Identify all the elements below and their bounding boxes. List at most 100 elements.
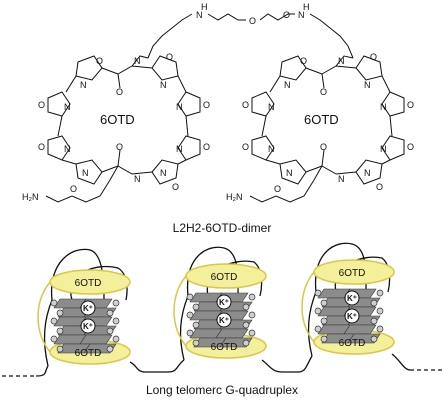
ligand-label-top: 6OTD [75, 278, 102, 289]
left-oxazole-n-7: N [82, 168, 89, 178]
right-amide-n-top: N [338, 56, 345, 66]
ligand-label-bottom: 6OTD [339, 338, 366, 349]
guanine-node [56, 345, 64, 353]
k-ion-circle [344, 290, 360, 306]
linker-h-left: H [201, 2, 208, 12]
guanine-node [242, 303, 250, 311]
guanine-node [242, 321, 250, 329]
guanine-node [50, 299, 58, 307]
guanine-node [248, 311, 256, 319]
left-ring-label: 6OTD [100, 112, 135, 127]
guanine-node [248, 293, 256, 301]
ligand-label-bottom: 6OTD [75, 348, 102, 359]
left-oxazole-n-8: N [160, 168, 167, 178]
right-oxazole-n-2: N [364, 80, 371, 90]
right-oxazole-o-1: O [300, 56, 307, 66]
ligand-side-arc [301, 271, 315, 343]
linker-chain [147, 13, 354, 59]
guanine-node [112, 335, 120, 343]
right-oxazole-o-4: O [407, 100, 414, 110]
left-amide-o-top: O [116, 87, 123, 97]
guanine-node [314, 289, 322, 297]
guanine-node [186, 329, 194, 337]
linker-h-right: H [303, 2, 310, 12]
guanine-node [192, 303, 200, 311]
guanine-node [192, 321, 200, 329]
g-tetrad-plate [343, 324, 377, 335]
k-ion-label: K⁺ [347, 294, 357, 303]
right-oxazole-o-8: O [376, 182, 383, 192]
linker-nh-right: N [298, 10, 305, 20]
right-oxazole-n-1: N [284, 80, 291, 90]
guanine-node [376, 289, 384, 297]
k-ion-circle [80, 318, 96, 334]
right-oxazole-n-7: N [286, 168, 293, 178]
right-oxazole-o-6: O [407, 142, 414, 152]
k-ion-circle [216, 312, 232, 328]
guanine-node [56, 327, 64, 335]
right-ring-label: 6OTD [304, 112, 339, 127]
k-ion-label: K⁺ [83, 322, 93, 331]
left-oxazole-o-3: O [38, 100, 45, 110]
k-ion-label: K⁺ [219, 316, 229, 325]
guanine-node [314, 325, 322, 333]
guanine-node [106, 327, 114, 335]
guanine-node [376, 307, 384, 315]
right-oxazole-n-6: N [380, 144, 387, 154]
guanine-node [192, 339, 200, 347]
k-ion-circle [344, 308, 360, 324]
quadruplex-middle: K⁺ K⁺ 6OTD 6OTD [173, 263, 267, 359]
molecule-caption: L2H2-6OTD-dimer [173, 221, 272, 235]
left-amide-n-bottom: N [134, 174, 141, 184]
left-oxazole-o-2: O [166, 52, 173, 62]
right-oxazole-n-3: N [268, 102, 275, 112]
ligand-label-top: 6OTD [211, 272, 238, 283]
left-oxazole-n-3: N [64, 102, 71, 112]
guanine-node [370, 299, 378, 307]
left-oxazole-o-4: O [203, 100, 210, 110]
left-oxazole-o-6: O [203, 142, 210, 152]
guanine-node [106, 309, 114, 317]
left-oxazole-n-1: N [80, 80, 87, 90]
k-ion-label: K⁺ [347, 312, 357, 321]
guanine-node [242, 339, 250, 347]
left-oxazole-n-5: N [64, 144, 71, 154]
left-oxazole-o-7: O [70, 184, 77, 194]
quadruplex-left: K⁺ K⁺ 6OTD 6OTD [37, 269, 131, 365]
k-ion-label: K⁺ [83, 304, 93, 313]
right-oxazole-n-4: N [380, 102, 387, 112]
left-amide-n-top: N [134, 56, 141, 66]
right-oxazole-o-5: O [242, 142, 249, 152]
right-amide-n-bottom: N [338, 174, 345, 184]
g-tetrad-plate [215, 328, 249, 339]
ligand-side-arc [37, 281, 51, 353]
left-amine-label: H₂N [22, 192, 39, 202]
macrocycle-left [45, 55, 201, 203]
guanine-node [50, 317, 58, 325]
left-oxazole-o-8: O [172, 182, 179, 192]
g-tetrad-plate [79, 334, 113, 345]
left-oxazole-o-1: O [96, 56, 103, 66]
left-oxazole-n-6: N [176, 144, 183, 154]
left-amide-o-bottom: O [116, 142, 123, 152]
right-amide-o-top: O [320, 87, 327, 97]
guanine-node [186, 293, 194, 301]
guanine-node [376, 325, 384, 333]
quadruplex-caption: Long telomerc G-quadruplex [146, 383, 298, 397]
guanine-node [56, 309, 64, 317]
ligand-label-top: 6OTD [339, 268, 366, 279]
right-amide-o-bottom: O [320, 142, 327, 152]
guanine-node [248, 329, 256, 337]
left-oxazole-o-5: O [38, 142, 45, 152]
right-oxazole-n-8: N [364, 168, 371, 178]
linker-o-right: O [283, 10, 290, 20]
right-oxazole-o-7: O [274, 184, 281, 194]
ligand-label-bottom: 6OTD [211, 342, 238, 353]
k-ion-label: K⁺ [219, 298, 229, 307]
guanine-node [370, 317, 378, 325]
quadruplex-right: K⁺ K⁺ 6OTD 6OTD [301, 259, 395, 355]
guanine-node [186, 311, 194, 319]
guanine-node [112, 317, 120, 325]
guanine-node [112, 299, 120, 307]
